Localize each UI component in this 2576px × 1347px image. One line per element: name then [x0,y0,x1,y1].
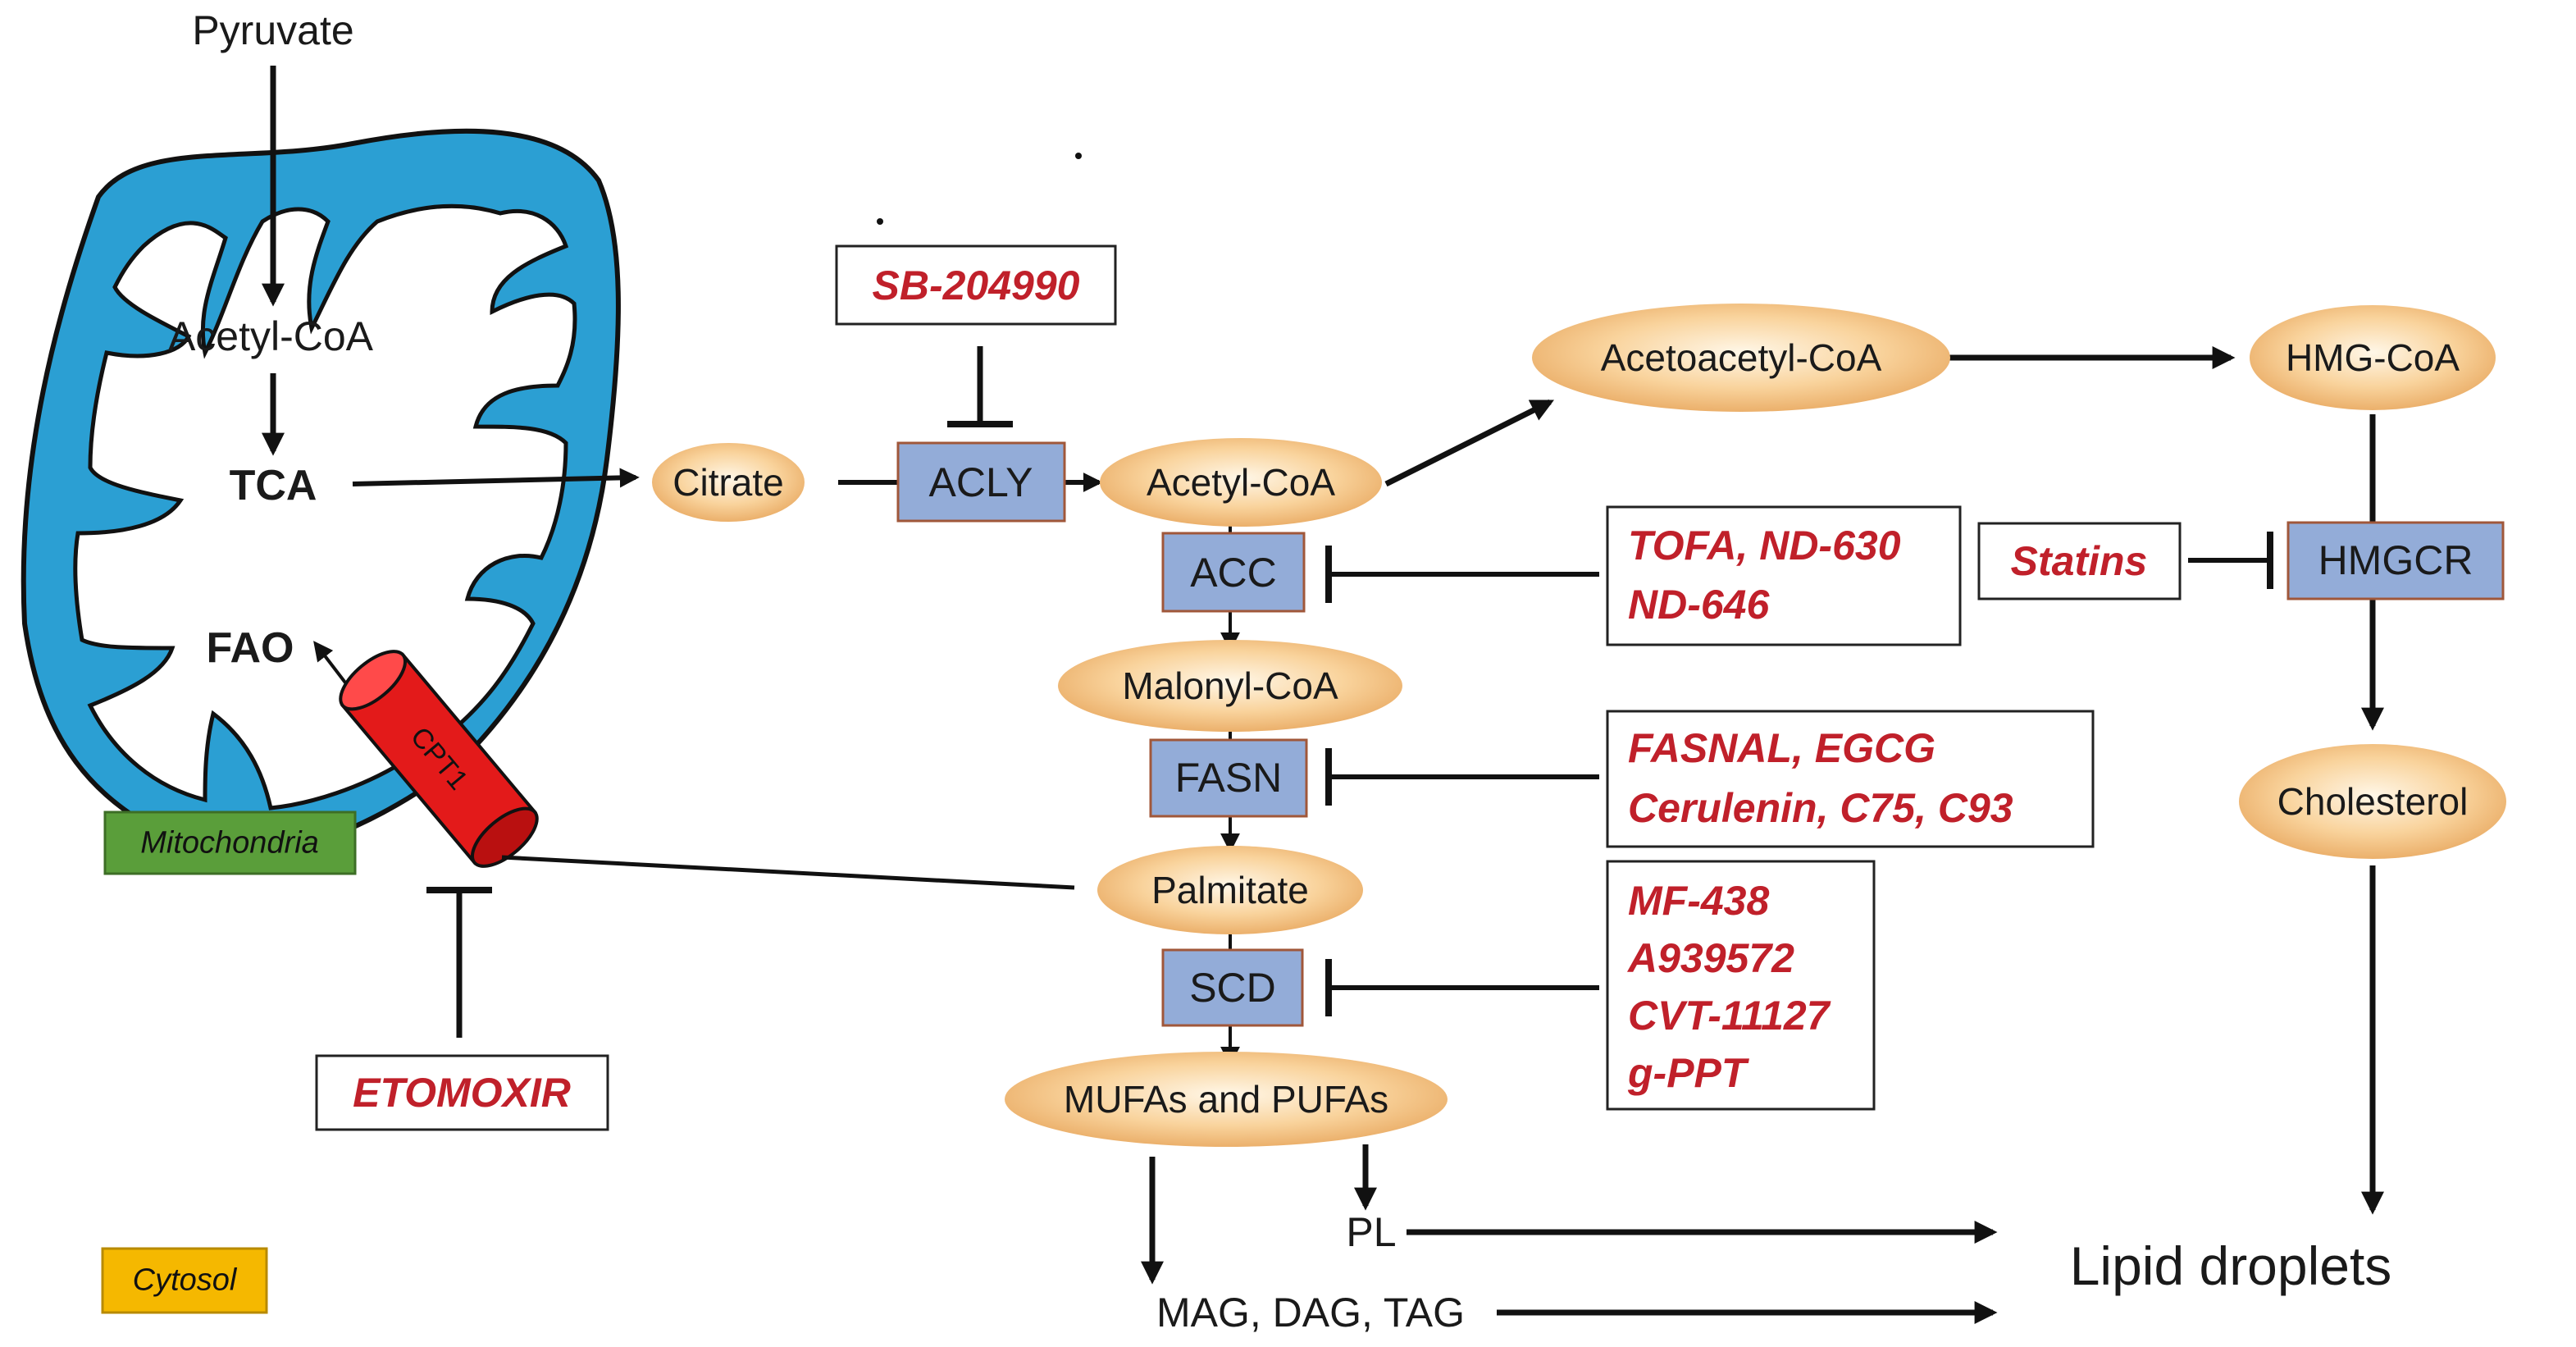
enzyme-scd [1161,948,1304,1027]
inhibitor-statins: Statins [2010,538,2148,584]
label-fasn: FASN [1174,755,1283,801]
mitochondria-label-bg [103,810,357,875]
inhibitor-nd646: ND-646 [1628,582,1770,628]
inhibitor-box-cpt1 [315,1054,609,1131]
label-scd: SCD [1189,965,1276,1011]
inhibitor-cvt11127: CVT-11127 [1628,993,1830,1039]
enzyme-fasn [1149,738,1308,818]
label-palmitate: Palmitate [1151,869,1309,911]
label-pyruvate: Pyruvate [192,7,354,53]
label-glycerides: MAG, DAG, TAG [1156,1290,1465,1336]
arrow-tca-citrate [352,468,640,488]
label-malonylcoa: Malonyl-CoA [1122,664,1338,707]
metabolite-citrate [652,443,805,522]
inhibitor-mf438: MF-438 [1628,878,1770,924]
inhibitor-etomoxir: ETOMOXIR [353,1070,571,1116]
enzyme-hmgcr [2286,521,2505,600]
inhibitor-box-acly [835,244,1117,326]
label-acc: ACC [1190,550,1277,596]
stray-dot [877,218,883,225]
label-mufas-pufas: MUFAs and PUFAs [1063,1078,1389,1121]
metabolite-palmitate [1097,846,1363,934]
inhibitor-cerulenin: Cerulenin, C75, C93 [1628,785,2013,831]
enzyme-acly [896,441,1066,523]
inhibitor-box-scd [1606,860,1876,1111]
stray-dot [1075,153,1082,159]
inhibitor-gppt: g-PPT [1628,1050,1747,1096]
label-lipid-droplets: Lipid droplets [2069,1235,2392,1296]
inhibitor-fasnal-egcg: FASNAL, EGCG [1628,725,1936,771]
label-fao: FAO [206,624,294,672]
label-acly: ACLY [928,459,1033,505]
arrow-acetylcoa-acetoacetylcoa [1384,399,1555,487]
inhibitor-sb-204990: SB-204990 [872,263,1080,308]
inhibitor-box-fasn [1606,710,2095,848]
label-hmgcr: HMGCR [2318,537,2473,583]
metabolite-acetoacetylcoa [1532,304,1950,412]
cpt1-transporter [339,650,539,868]
metabolite-acetylcoa [1100,438,1382,527]
inhibitor-box-acc [1606,505,1962,646]
inhibitor-a939572: A939572 [1628,935,1794,981]
label-acetoacetylcoa: Acetoacetyl-CoA [1600,336,1882,379]
label-hmgcoa: HMG-CoA [2285,336,2460,379]
metabolite-hmgcoa [2250,305,2496,410]
metabolite-mufas-pufas [1005,1052,1448,1147]
label-tca: TCA [229,462,317,509]
enzyme-acc [1161,532,1306,613]
label-pl: PL [1346,1209,1397,1255]
label-cytosol: Cytosol [132,1263,237,1298]
inhibitor-box-hmgcr [1977,522,2182,600]
metabolite-cholesterol [2239,744,2506,859]
cytosol-label-bg [101,1247,268,1314]
label-cholesterol: Cholesterol [2277,780,2469,823]
metabolite-malonylcoa [1058,640,1402,732]
label-acetylcoa: Acetyl-CoA [1146,461,1336,504]
mitochondrion-matrix [73,203,577,810]
label-citrate: Citrate [672,461,784,504]
label-mito-acetylcoa: Acetyl-CoA [167,313,374,359]
inhibitor-tofa-nd630: TOFA, ND-630 [1628,523,1901,568]
line-palmitate-cpt1 [501,855,1075,890]
label-mitochondria: Mitochondria [140,825,319,861]
